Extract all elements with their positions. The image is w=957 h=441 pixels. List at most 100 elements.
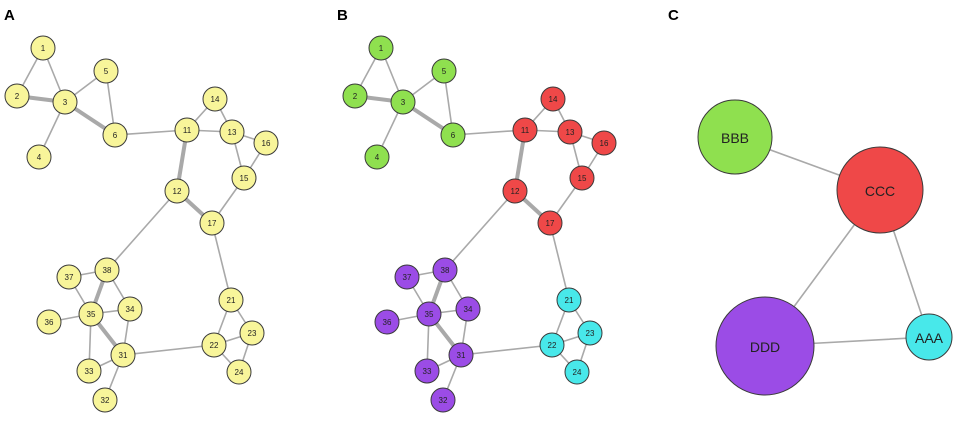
b-node-14: 14 [540,86,566,112]
a-node-label: 24 [235,368,244,377]
a-node-label: 4 [37,153,42,162]
b-node-3: 3 [390,89,416,115]
b-node-6: 6 [440,122,466,148]
b-node-circle [539,332,565,358]
a-node-circle [52,89,78,115]
a-node-3: 3 [52,89,78,115]
b-node-circle [537,210,563,236]
b-node-label: 16 [600,139,609,148]
b-node-24: 24 [564,359,590,385]
b-node-1: 1 [368,35,394,61]
a-node-circle [110,342,136,368]
a-node-label: 23 [248,329,257,338]
b-node-circle [455,296,481,322]
c-node-bbb: BBB [697,99,773,175]
a-node-circle [102,122,128,148]
b-node-label: 14 [549,95,558,104]
a-node-21: 21 [218,287,244,313]
a-node-15: 15 [231,165,257,191]
a-node-label: 14 [211,95,220,104]
b-node-13: 13 [557,119,583,145]
a-edge-12-38 [106,190,178,271]
c-node-aaa: AAA [905,313,953,361]
a-node-circle [92,387,118,413]
b-node-label: 36 [383,318,392,327]
b-node-label: 24 [573,368,582,377]
b-node-15: 15 [569,165,595,191]
c-node-circle [836,146,924,234]
a-node-label: 6 [113,131,118,140]
b-edge-12-38 [444,190,516,271]
b-node-label: 13 [566,128,575,137]
a-node-37: 37 [56,264,82,290]
b-node-label: 38 [441,266,450,275]
b-node-circle [577,320,603,346]
b-node-circle [390,89,416,115]
a-node-circle [174,117,200,143]
a-node-label: 37 [65,273,74,282]
a-node-circle [199,210,225,236]
b-node-36: 36 [374,309,400,335]
b-node-label: 31 [457,351,466,360]
a-node-label: 36 [45,318,54,327]
b-node-circle [448,342,474,368]
a-node-circle [36,309,62,335]
a-node-circle [202,86,228,112]
a-node-label: 3 [63,98,68,107]
b-node-circle [569,165,595,191]
a-node-circle [26,144,52,170]
b-node-label: 6 [451,131,456,140]
a-node-label: 16 [262,139,271,148]
a-node-circle [94,257,120,283]
a-node-label: 17 [208,219,217,228]
b-node-circle [374,309,400,335]
a-node-circle [56,264,82,290]
a-node-1: 1 [30,35,56,61]
b-node-label: 23 [586,329,595,338]
a-edge-22-31 [122,344,215,356]
b-node-circle [556,287,582,313]
a-node-circle [117,296,143,322]
b-node-21: 21 [556,287,582,313]
a-node-12: 12 [164,178,190,204]
c-node-circle [697,99,773,175]
a-node-label: 12 [173,187,182,196]
b-node-38: 38 [432,257,458,283]
a-node-4: 4 [26,144,52,170]
c-node-label: BBB [721,130,749,146]
a-node-5: 5 [93,58,119,84]
b-node-23: 23 [577,320,603,346]
a-node-label: 11 [183,126,192,135]
a-node-13: 13 [219,119,245,145]
a-node-circle [239,320,265,346]
b-node-label: 11 [521,126,530,135]
a-node-circle [4,83,30,109]
b-node-circle [557,119,583,145]
c-node-ddd: DDD [715,296,815,396]
a-node-circle [226,359,252,385]
b-node-32: 32 [430,387,456,413]
a-node-label: 21 [227,296,236,305]
b-node-35: 35 [416,301,442,327]
c-node-ccc: CCC [836,146,924,234]
panel-b-network-colored: 1234561112131415161721222324313233343536… [342,35,617,413]
a-node-11: 11 [174,117,200,143]
b-edge-17-21 [549,222,570,301]
b-node-label: 37 [403,273,412,282]
b-node-circle [540,86,566,112]
a-node-36: 36 [36,309,62,335]
a-node-circle [219,119,245,145]
b-node-33: 33 [414,358,440,384]
a-node-14: 14 [202,86,228,112]
a-node-label: 34 [126,305,135,314]
a-node-33: 33 [76,358,102,384]
c-node-circle [715,296,815,396]
b-node-circle [394,264,420,290]
b-node-circle [502,178,528,204]
panel-a-network: 1234561112131415161721222324313233343536… [4,35,279,413]
a-node-label: 22 [210,341,219,350]
a-node-label: 32 [101,396,110,405]
b-node-label: 12 [511,187,520,196]
b-node-circle [430,387,456,413]
